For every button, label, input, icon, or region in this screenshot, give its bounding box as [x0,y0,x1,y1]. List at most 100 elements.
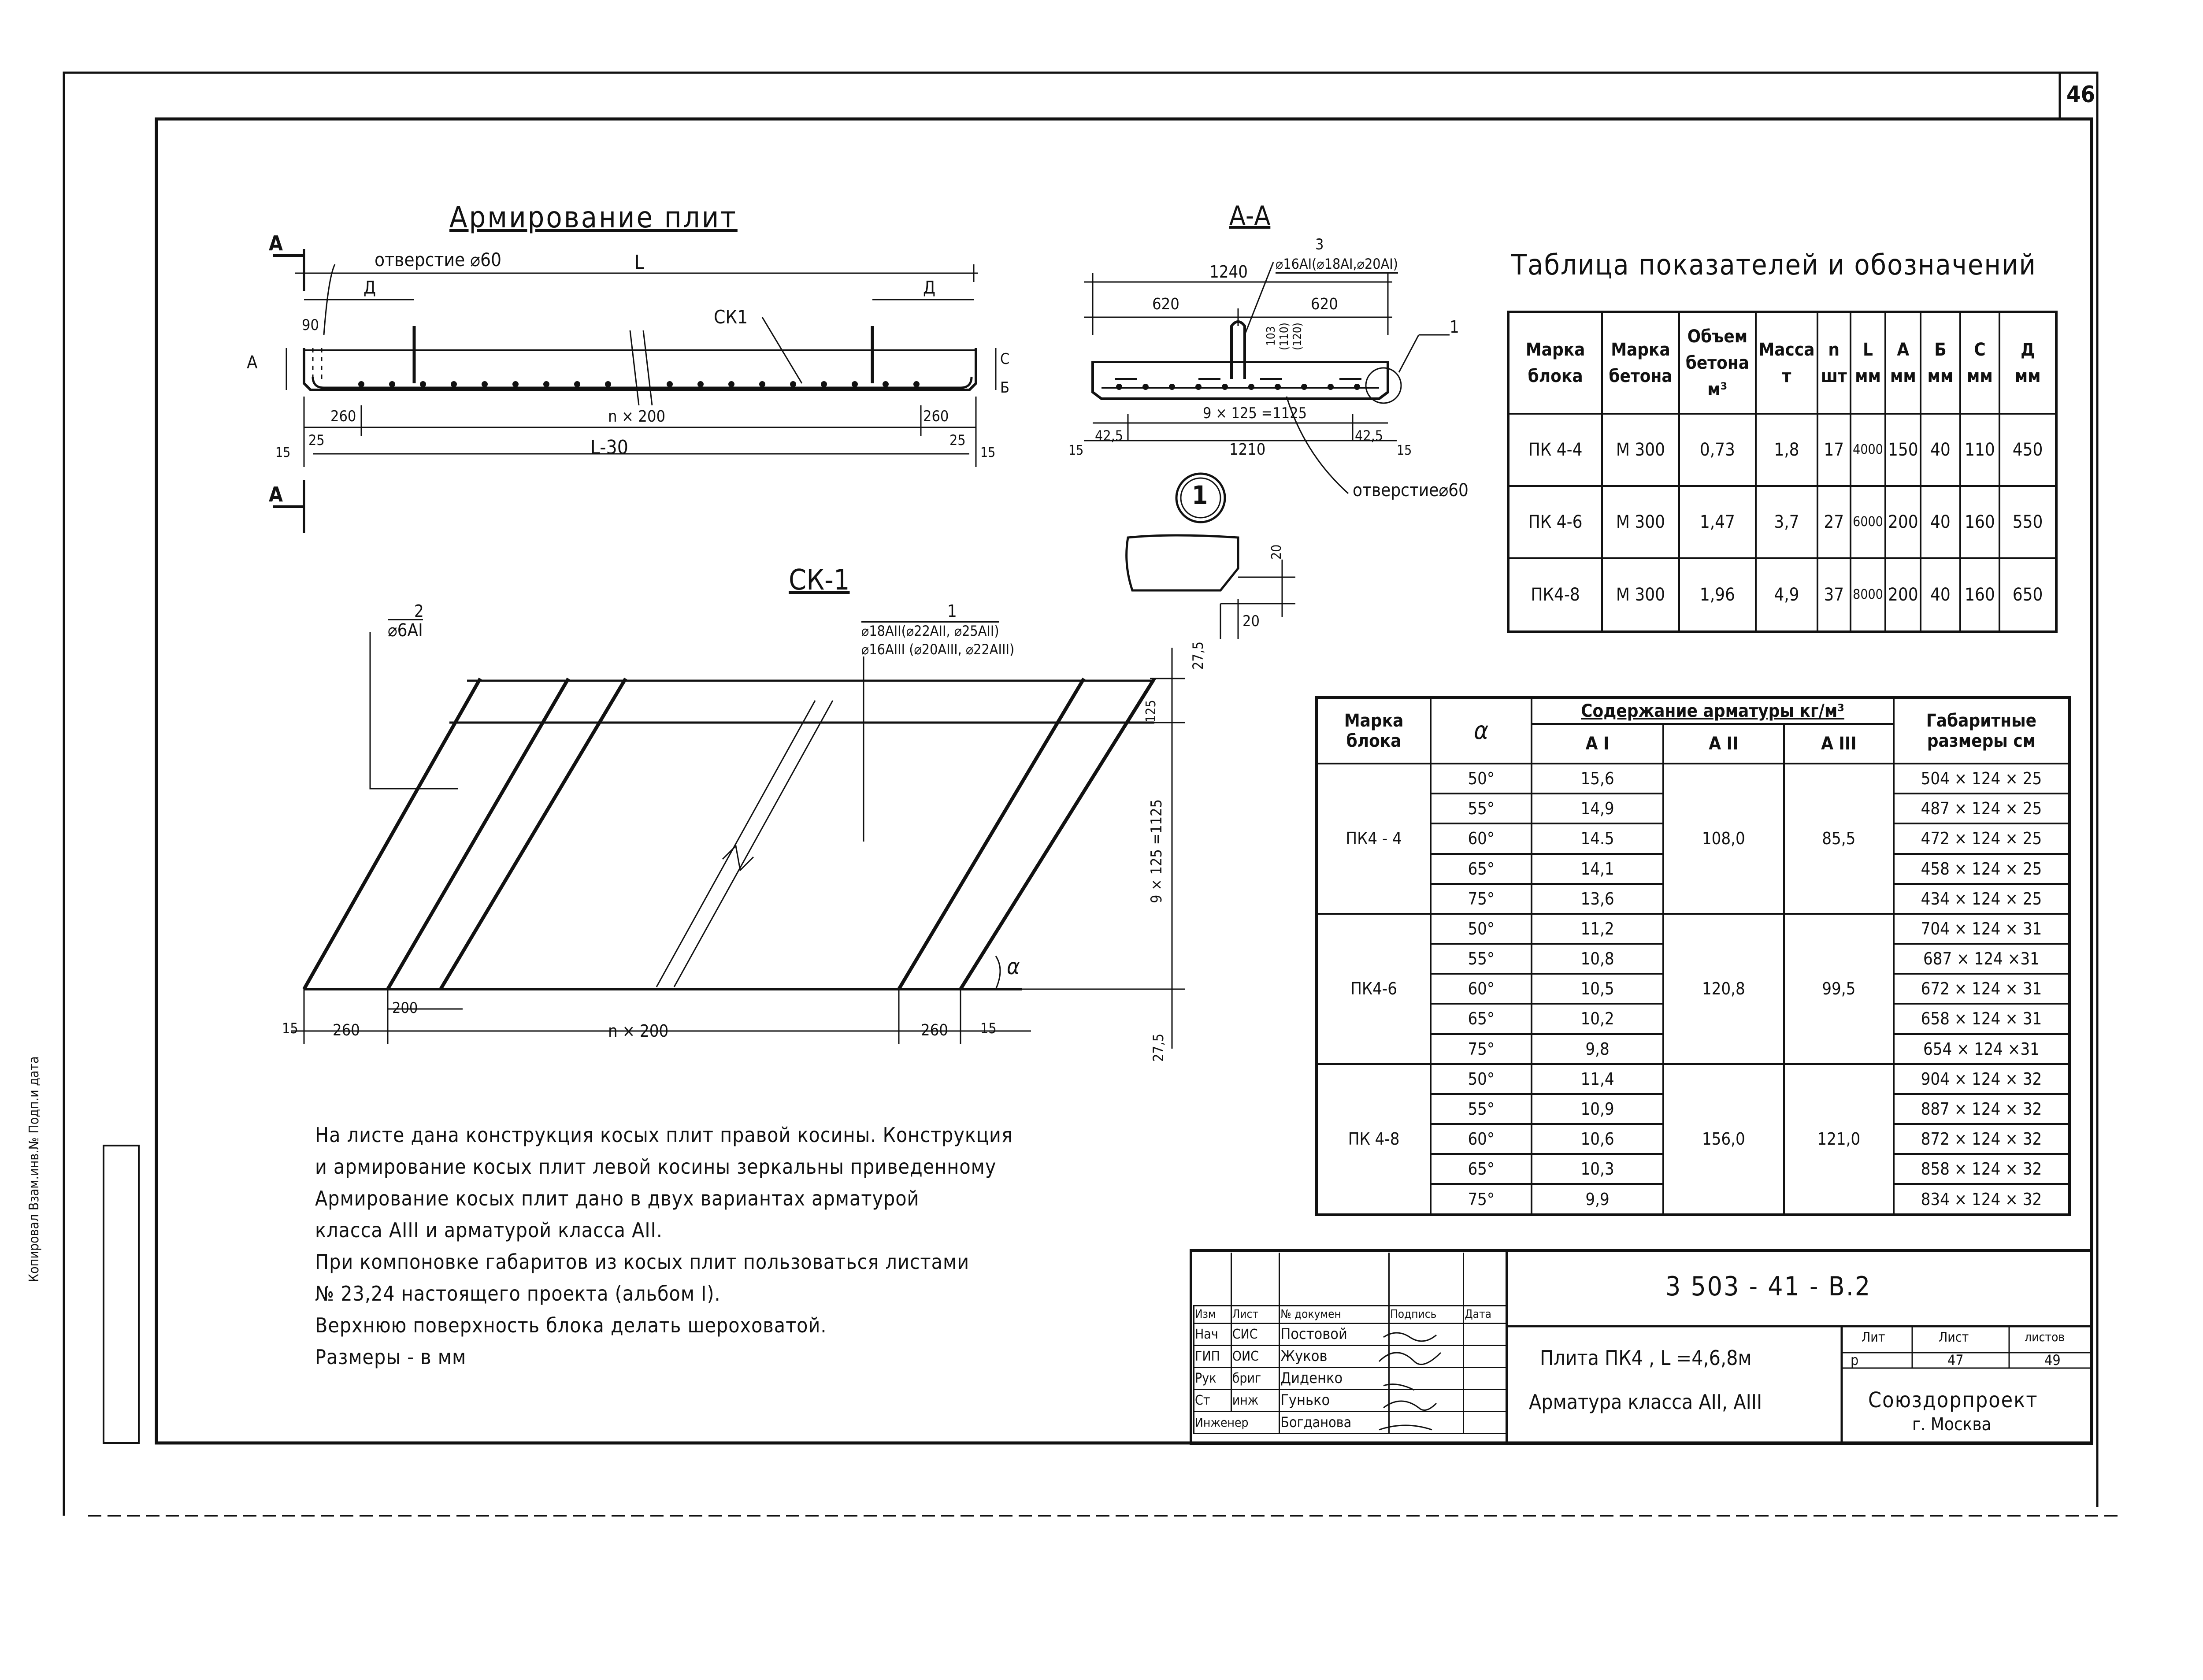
section-mark-top: А [269,231,283,255]
ck1-pos2-bar: ⌀6АI [388,619,423,641]
note-line: № 23,24 настоящего проекта (альбом I). [315,1282,721,1305]
detail-1-marker: 1 [1192,480,1208,510]
dim-1210: 1210 [1229,441,1266,459]
dim-90: 90 [302,316,319,334]
lit-value: р [1851,1352,1859,1368]
sheets-value: 49 [2044,1352,2061,1368]
note-line: Размеры - в мм [315,1345,467,1369]
dim-D-right: Д [923,278,936,298]
plate-section-drawing [273,249,997,533]
dim-D-left: Д [363,278,376,298]
dim-620-left: 620 [1152,295,1179,313]
drawing2-title: А-А [1229,200,1271,231]
ck1-dim-260-right: 260 [921,1021,948,1039]
dim-C: С [1000,350,1010,368]
sheets-label: листов [2025,1330,2065,1344]
ck1-pos2-num: 2 [414,601,424,621]
dim-120: (120) [1291,323,1304,350]
callout-1: 1 [1450,317,1459,337]
table-row: Инженер Богданова [1193,1410,1507,1434]
detail-1-dim-20-v: 20 [1269,544,1284,560]
titleblock-frame [1190,1249,2093,1445]
dim-15-left: 15 [275,445,291,460]
ck1-dim-260-left: 260 [333,1021,360,1039]
dim-42-5-left: 42,5 [1095,427,1124,444]
page-number: 46 [2066,82,2095,108]
city: г. Москва [1912,1414,1992,1435]
dim-9x125: 9 × 125 =1125 [1203,404,1307,422]
detail-1-dim-20-h: 20 [1242,612,1260,630]
note-line: Верхнюю поверхность блока делать шерохов… [315,1313,827,1337]
table2-header-row: Марка блока α Содержание арматуры кг/м³ … [1315,697,2071,764]
note-line: класса АIII и арматурой класса АII. [315,1218,663,1242]
note-line: и армирование косых плит левой косины зе… [315,1155,997,1179]
cross-section-drawing [1084,262,1450,494]
dim-25-right: 25 [949,432,966,449]
note-line: При компоновке габаритов из косых плит п… [315,1250,970,1274]
dim-n200: n × 200 [608,408,666,426]
dim-15-aa-right: 15 [1397,443,1412,458]
detail-1-drawing [1125,472,1295,639]
callout-3-bar: ⌀16АI(⌀18АI,⌀20АI) [1276,256,1398,274]
organization: Союздорпроект [1868,1388,2038,1413]
note-line: На листе дана конструкция косых плит пра… [315,1123,1013,1147]
ck1-dim-200: 200 [392,999,418,1017]
dim-260-right: 260 [923,408,949,425]
dim-15-aa-left: 15 [1068,443,1084,458]
dim-15-right: 15 [980,445,996,460]
section-mark-bottom: А [269,482,283,506]
reinforcement-table: Марка блока α Содержание арматуры кг/м³ … [1315,696,2071,1216]
hole-label-aa: отверстие⌀60 [1353,480,1469,501]
sheet-value: 47 [1947,1352,1964,1368]
callout-3-num: 3 [1315,236,1324,253]
lit-label: Лит [1862,1330,1885,1345]
drawing1-title: Армирование плит [449,200,738,234]
doc-code: 3 503 - 41 - В.2 [1665,1271,1872,1302]
dim-1240: 1240 [1209,262,1248,282]
side-stamp: Копировал Взам.инв.№ Подп.и дата [26,1056,42,1282]
ck1-mesh-drawing [291,632,1185,1049]
ck1-dim-27-5-bottom: 27,5 [1150,1033,1167,1062]
table1-title: Таблица показателей и обозначений [1511,249,2036,282]
sheet-label: Лист [1939,1330,1969,1345]
ck1-pos1-line1: ⌀18АII(⌀22АII, ⌀25АII) [861,621,999,639]
table2-subheader-row: А I А II А III [1317,723,2069,764]
dim-25-left: 25 [308,432,325,449]
ck1-dim-n200: n × 200 [608,1021,669,1041]
note-line: Армирование косых плит дано в двух вариа… [315,1187,920,1210]
ck1-dim-15-left: 15 [282,1020,298,1037]
titleblock-header-row: Изм Лист № докумен Подпись Дата [1193,1305,1507,1324]
product-name-line1: Плита ПК4 , L =4,6,8м [1540,1346,1752,1370]
callout-ck1: СК1 [714,306,748,328]
dim-L: L [634,251,645,274]
notes-block: На листе дана конструкция косых плит пра… [315,1119,1013,1373]
product-name-line2: Арматура класса АII, АIII [1529,1390,1762,1414]
ck1-dim-15-right: 15 [980,1020,997,1037]
dim-L-30: L-30 [590,436,628,459]
